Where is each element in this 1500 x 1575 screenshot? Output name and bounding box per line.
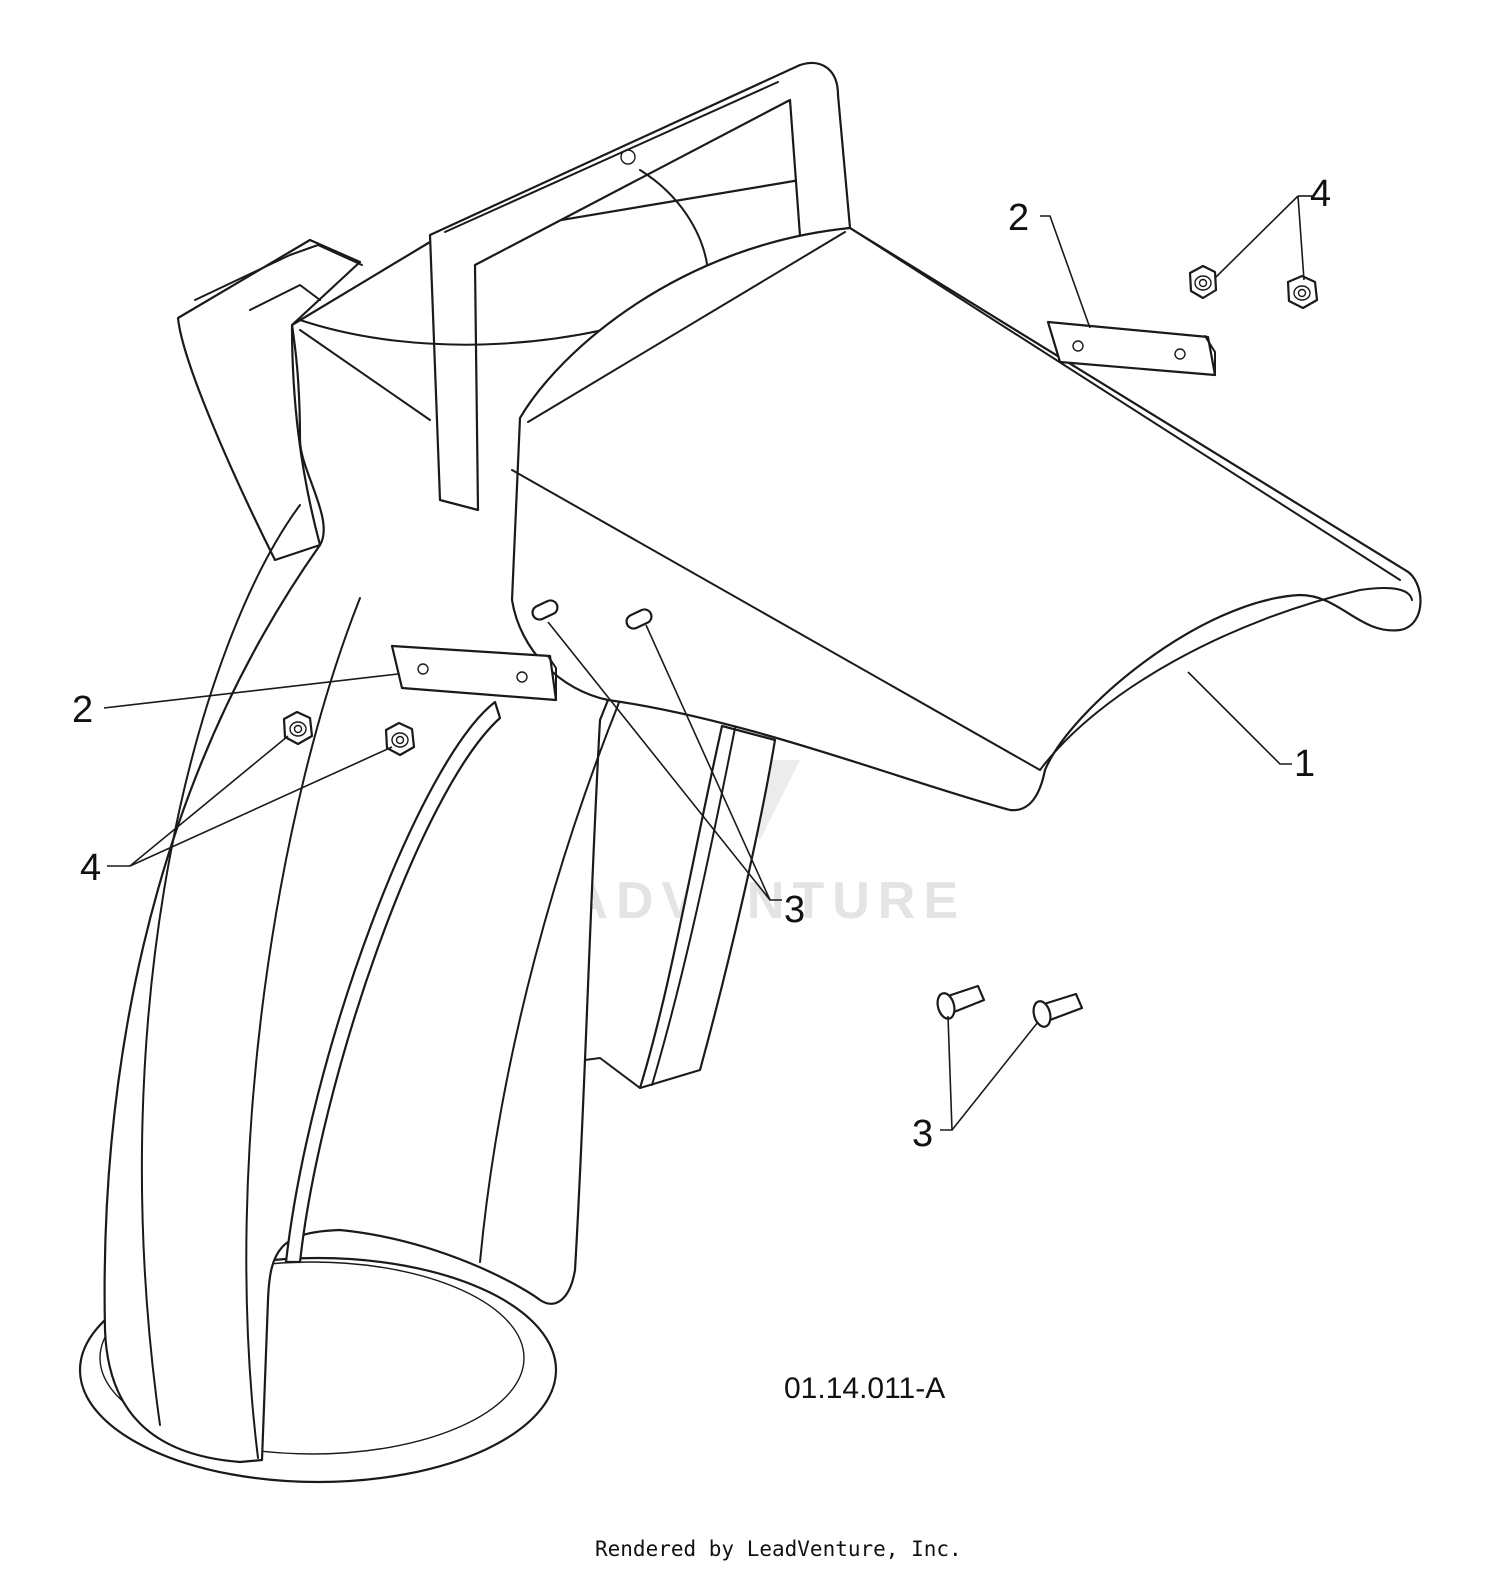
callout-part-1: 1 (1294, 743, 1315, 785)
callout-part-2-lower: 2 (72, 689, 93, 731)
hood-bracket (428, 61, 852, 512)
callout-part-2-upper: 2 (1008, 197, 1029, 239)
nut-upper-1 (1188, 264, 1218, 300)
bolt-lower-1 (936, 984, 986, 1020)
strap-lower-hole-2 (516, 671, 528, 683)
nut-lower-1 (282, 710, 314, 746)
callout-part-4-upper: 4 (1310, 173, 1331, 215)
nut-upper-2 (1286, 274, 1319, 310)
chute-side-rib (638, 724, 777, 1090)
nut-lower-2 (384, 721, 416, 757)
strap-upper-hole-1 (1072, 340, 1084, 352)
deflector (510, 226, 1422, 812)
diagram-code: 01.14.011-A (784, 1372, 945, 1405)
chute-inner-strip (284, 700, 502, 1264)
bolt-lower-2 (1032, 992, 1084, 1028)
leader-lines (103, 195, 1312, 1131)
strap-lower-hole-1 (417, 663, 429, 675)
chute-rear-fin (176, 238, 362, 562)
callout-part-3-center: 3 (784, 889, 805, 931)
deflector-shell (510, 226, 1422, 812)
render-credit: Rendered by LeadVenture, Inc. (595, 1537, 962, 1561)
strap-upper-hole-2 (1174, 348, 1186, 360)
strap-lower (390, 644, 558, 702)
deflector-pin-2 (625, 608, 653, 630)
strap-upper (1046, 320, 1217, 377)
chute-base-ring-inner (99, 1261, 525, 1455)
callout-part-3-lower: 3 (912, 1113, 933, 1155)
deflector-pin-1 (531, 599, 559, 621)
callout-part-4-lower: 4 (80, 847, 101, 889)
bracket-hole (620, 149, 636, 165)
